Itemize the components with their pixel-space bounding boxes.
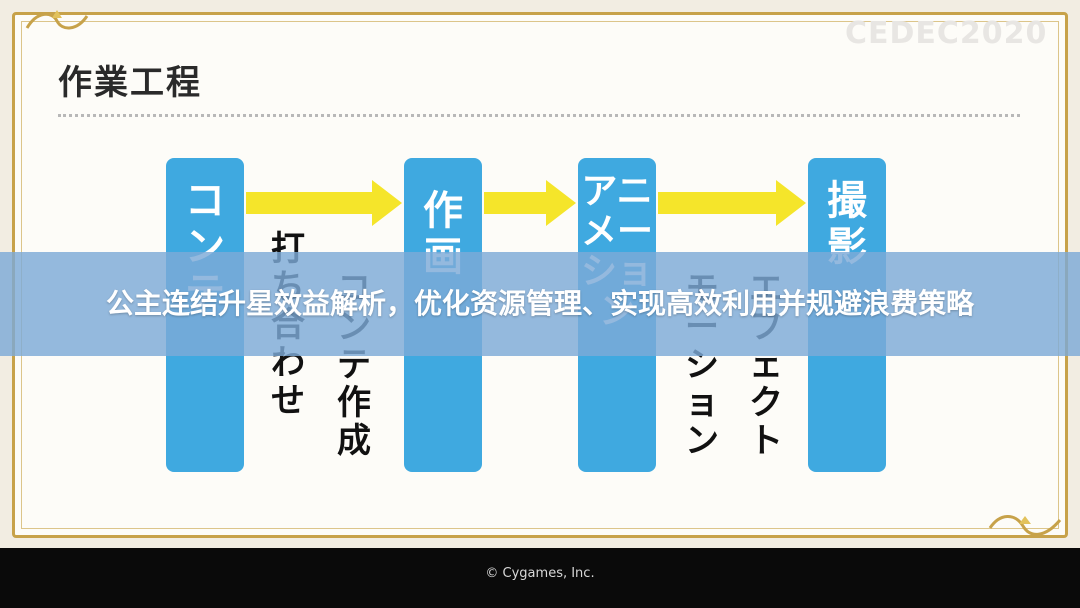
arrow-right-icon (484, 180, 576, 226)
cedec-watermark: CEDEC2020 (845, 16, 1048, 51)
headline-banner: 公主连结升星效益解析，优化资源管理、实现高效利用并规避浪费策略 (0, 252, 1080, 356)
slide-title: 作業工程 (58, 63, 202, 103)
arrow-right-icon (246, 180, 402, 226)
headline-text: 公主连结升星效益解析，优化资源管理、实现高效利用并规避浪费策略 (105, 287, 974, 320)
ornament-top-left-icon (25, 10, 89, 30)
title-divider (58, 114, 1020, 117)
copyright-text: © Cygames, Inc. (485, 566, 595, 581)
arrow-right-icon (658, 180, 806, 226)
footer-bar: © Cygames, Inc. (0, 548, 1080, 608)
ornament-bottom-right-icon (988, 515, 1062, 536)
